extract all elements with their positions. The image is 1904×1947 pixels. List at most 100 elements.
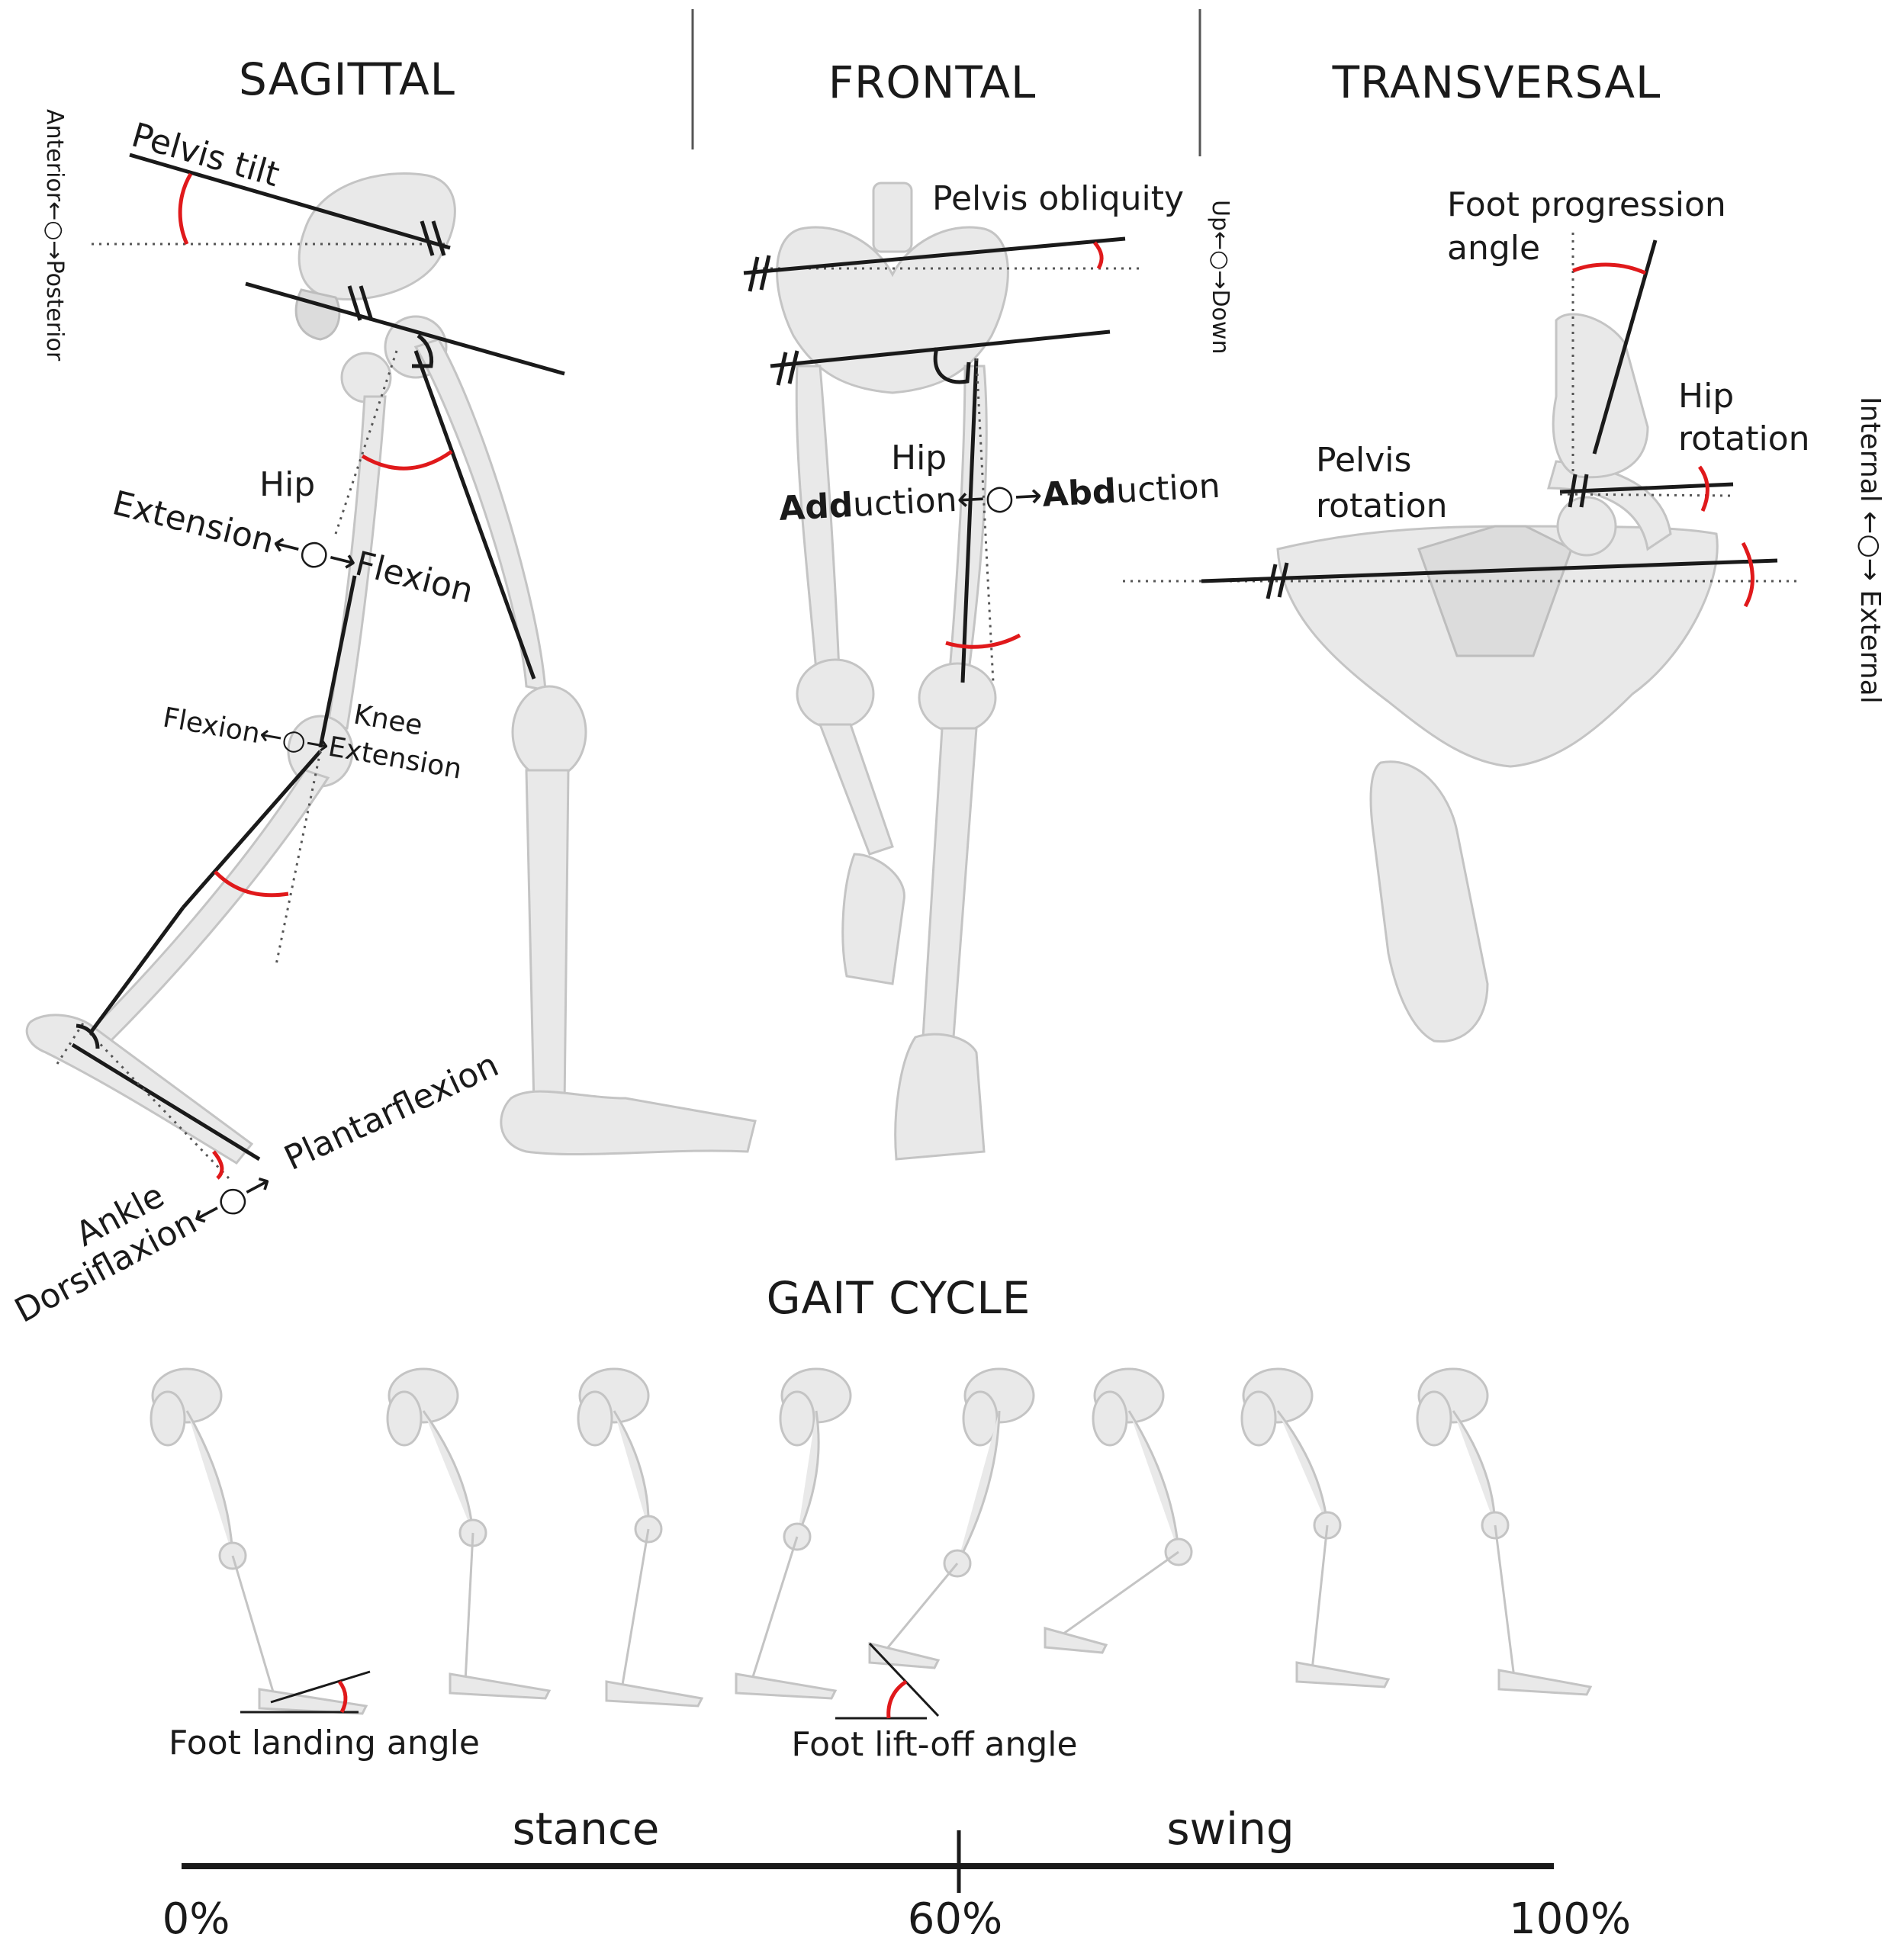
sagittal-foot-axis (71, 1043, 261, 1161)
sagittal-pelvis-tilt-arc (178, 172, 193, 246)
label-frontal-hip: Hip (891, 439, 947, 477)
gait-tibia (464, 1532, 474, 1682)
foot-landing-arc (337, 1680, 348, 1714)
frontal-pelvis-shape (776, 226, 1009, 394)
gait-figure-1 (150, 1367, 368, 1715)
gait-foot (1295, 1661, 1391, 1688)
label-foot-progression-2: angle (1447, 229, 1540, 268)
gait-tibia (750, 1536, 799, 1682)
label-abd-bold: Abd (1041, 472, 1118, 515)
label-pelvis-rotation-2: rotation (1316, 487, 1448, 525)
gait-figure-6 (1044, 1367, 1193, 1654)
sagittal-right-knee (511, 685, 587, 779)
sagittal-lower-shank-axis (88, 906, 185, 1035)
label-anterior-posterior: Anterior←○→Posterior (41, 109, 68, 361)
svg-text:Adduction←○→Abduction: Adduction←○→Abduction (778, 467, 1221, 529)
gait-figure-2 (386, 1367, 552, 1700)
label-stance: stance (513, 1803, 660, 1855)
label-foot-progression-1: Foot progression (1447, 185, 1726, 224)
frontal-right-tibia (921, 727, 978, 1039)
frontal-right-knee (918, 662, 997, 734)
sagittal-right-tibia (525, 769, 570, 1107)
transversal-skeleton (1276, 313, 1719, 1043)
transversal-femoral-head (1556, 496, 1617, 557)
label-tick-100: 100% (1509, 1894, 1631, 1944)
frontal-hip-tick-2 (787, 350, 799, 384)
frontal-hip-tick-1 (776, 352, 788, 386)
transversal-pelvis-tick-1 (1266, 564, 1278, 599)
label-internal-external: Internal ←○→ External (1854, 397, 1886, 704)
gait-figure-7 (1240, 1367, 1391, 1688)
gait-tibia (1060, 1550, 1179, 1637)
label-add-rest: uction←○→ (852, 476, 1044, 525)
frontal-hip-right-angle (933, 347, 971, 384)
frontal-femur-axis (960, 358, 979, 683)
header-frontal: FRONTAL (828, 56, 1037, 108)
transversal-pelvis-rotation-axis (1201, 558, 1778, 583)
frontal-pelvis-obliquity-axis (743, 236, 1126, 275)
gait-foot (449, 1672, 552, 1700)
label-hip: Hip (259, 465, 315, 504)
label-hip-rotation-2: rotation (1678, 419, 1810, 458)
foot-liftoff-arc (886, 1679, 908, 1719)
gait-figure-8 (1416, 1367, 1593, 1696)
transversal-foot-axis (1592, 239, 1658, 455)
header-sagittal: SAGITTAL (239, 53, 455, 105)
sagittal-ankle-reference-b (88, 1032, 230, 1180)
label-foot-landing: Foot landing angle (169, 1724, 480, 1762)
sagittal-hip-tick-2 (359, 285, 374, 321)
frontal-skeleton (776, 182, 1009, 1161)
frontal-left-foot (841, 853, 905, 985)
label-swing: swing (1166, 1803, 1294, 1855)
sagittal-shank-axis (182, 750, 322, 909)
frontal-left-knee (796, 658, 875, 730)
landing-foot-line (270, 1670, 371, 1704)
gait-tibia (883, 1563, 959, 1652)
frontal-right-foot (894, 1033, 986, 1161)
gait-figure-row (150, 1367, 1593, 1715)
gait-foot (1497, 1669, 1593, 1696)
frontal-pelvis-tick-2 (759, 255, 771, 291)
sagittal-ankle-right-angle (76, 1023, 100, 1049)
gait-femur (422, 1410, 474, 1534)
sagittal-hip-flexion-arc (361, 449, 453, 471)
gait-tibia (1494, 1525, 1516, 1679)
gait-femur (956, 1410, 1001, 1564)
label-tick-60: 60% (908, 1894, 1002, 1944)
gait-figure-5 (868, 1367, 1035, 1669)
sagittal-hip-tick-1 (347, 285, 362, 321)
sagittal-hip-pelvis-axis (245, 281, 565, 376)
label-abd-rest: uction (1115, 467, 1221, 511)
gait-femur (1452, 1410, 1497, 1526)
sagittal-sacrum-shape (294, 288, 341, 341)
gait-figure-4 (735, 1367, 852, 1700)
transversal-pelvis-tick-2 (1277, 562, 1289, 598)
transversal-hip-rotation-arc (1697, 465, 1709, 512)
gait-femur (1127, 1410, 1180, 1553)
gait-foot (605, 1680, 704, 1708)
label-ankle-plantarflexion: Plantarflexion (278, 1046, 504, 1178)
sagittal-knee-reference (275, 750, 322, 965)
gait-femur (185, 1410, 234, 1557)
sagittal-left-tibia (89, 769, 330, 1043)
sagittal-left-foot (25, 1014, 254, 1165)
label-foot-liftoff: Foot lift-off angle (791, 1725, 1077, 1764)
sagittal-thigh-axis (318, 575, 357, 748)
gait-femur (613, 1410, 650, 1530)
gait-foot (1044, 1627, 1108, 1654)
frontal-hip-adduction-arc (945, 633, 1021, 649)
sagittal-ankle-arc (212, 1150, 224, 1180)
gait-tibia (620, 1528, 650, 1690)
gait-figure-3 (577, 1367, 704, 1708)
label-pelvis-rotation-1: Pelvis (1316, 441, 1411, 480)
frontal-femur-reference (975, 358, 995, 683)
header-transversal: TRANSVERSAL (1332, 56, 1661, 108)
transversal-hip-tick-1 (1568, 474, 1578, 508)
transversal-hip-rotation-axis (1559, 482, 1734, 494)
gait-sacrum (779, 1390, 815, 1447)
gait-tibia (1311, 1525, 1329, 1671)
gait-femur (796, 1410, 820, 1537)
gait-sacrum (150, 1390, 186, 1447)
gait-sacrum (386, 1390, 423, 1447)
